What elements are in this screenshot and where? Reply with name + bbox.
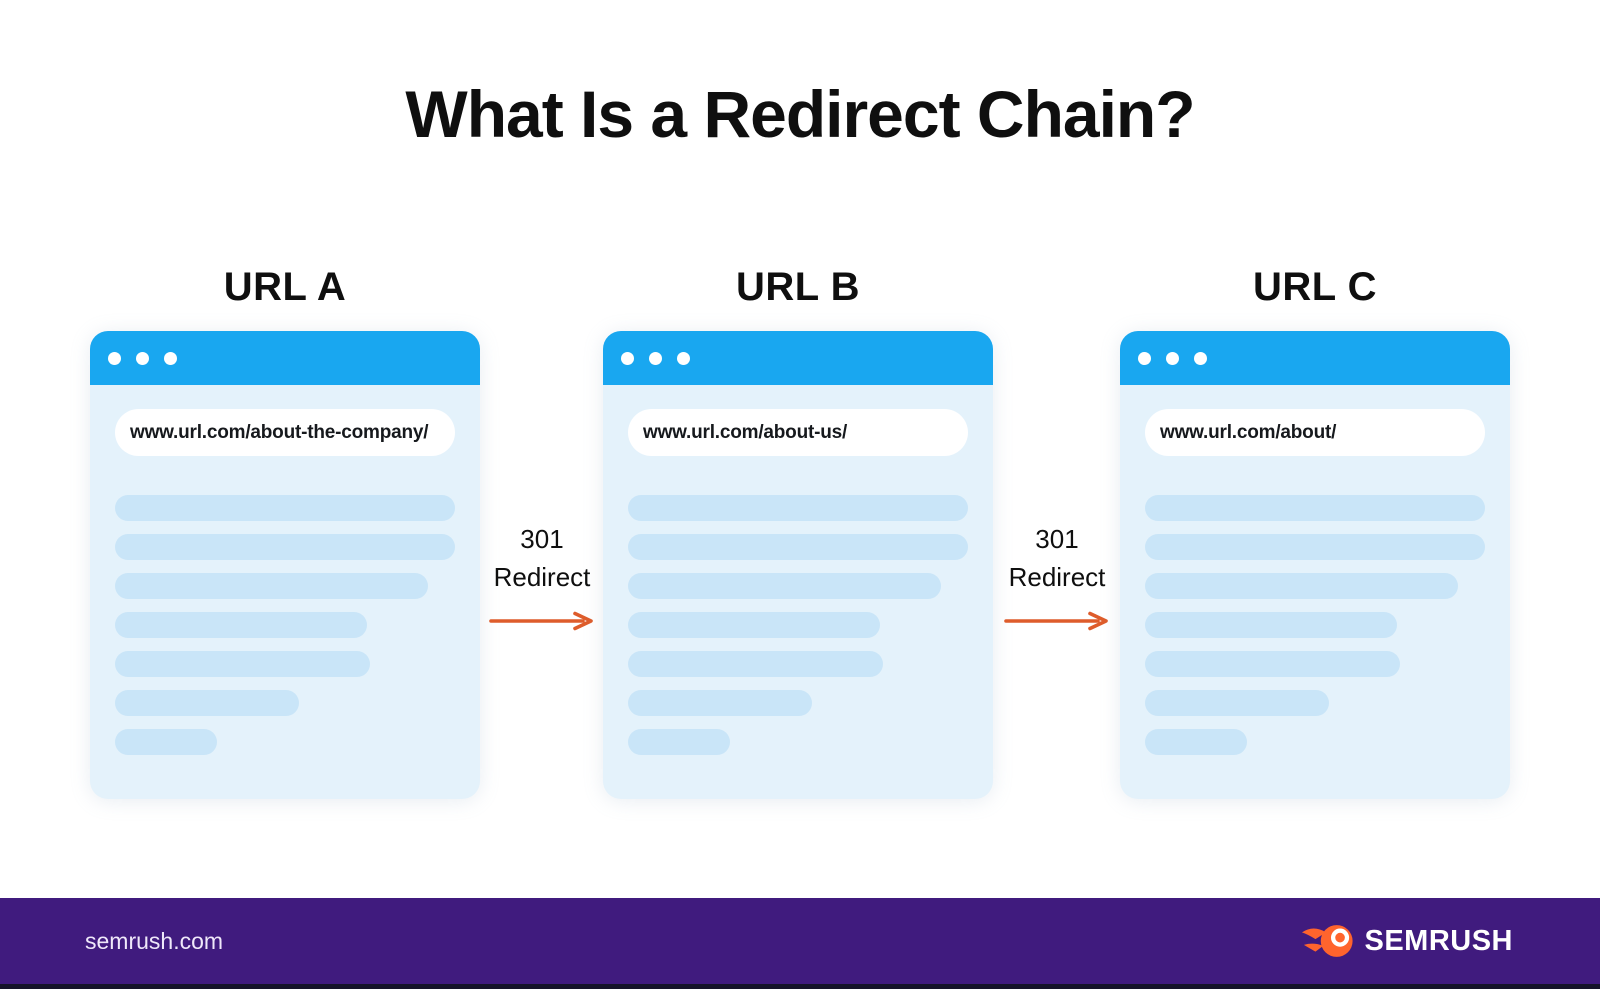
skeleton-text-line [628, 690, 812, 716]
skeleton-content [115, 495, 455, 755]
url-text: www.url.com/about/ [1160, 421, 1337, 443]
window-dot [108, 351, 121, 365]
skeleton-text-line [1145, 495, 1485, 521]
browser-titlebar [90, 331, 480, 385]
skeleton-text-line [628, 729, 730, 755]
url-a-heading: URL A [223, 265, 347, 309]
skeleton-content [628, 495, 968, 755]
window-dot [1166, 351, 1179, 365]
skeleton-text-line [628, 534, 968, 560]
browser-window-c: www.url.com/about/ [1120, 331, 1510, 799]
window-dot [1194, 351, 1207, 365]
skeleton-text-line [115, 729, 217, 755]
semrush-wordmark: SEMRUSH [1364, 924, 1513, 957]
status-code: 301 [520, 524, 564, 554]
browser-window-b: www.url.com/about-us/ [603, 331, 993, 799]
semrush-logo: SEMRUSH [1301, 923, 1513, 959]
footer-site-url: semrush.com [85, 927, 224, 954]
status-code: 301 [1035, 524, 1079, 554]
url-c-heading: URL C [1253, 265, 1377, 309]
skeleton-text-line [1145, 729, 1247, 755]
address-bar: www.url.com/about-the-company/ [115, 409, 455, 456]
skeleton-content [1145, 495, 1485, 755]
skeleton-text-line [115, 495, 455, 521]
skeleton-text-line [1145, 651, 1400, 677]
skeleton-text-line [115, 651, 370, 677]
browser-titlebar [1120, 331, 1510, 385]
skeleton-text-line [1145, 612, 1397, 638]
skeleton-text-line [115, 690, 299, 716]
skeleton-text-line [628, 651, 883, 677]
url-b-column: URL B www.url.com/about-us/ [603, 263, 993, 799]
url-c-column: URL C www.url.com/about/ [1120, 263, 1510, 799]
skeleton-text-line [1145, 534, 1485, 560]
skeleton-text-line [1145, 690, 1329, 716]
window-dot [136, 351, 149, 365]
redirect-connector-2: 301 Redirect [997, 520, 1117, 637]
skeleton-text-line [1145, 573, 1458, 599]
window-dot [649, 351, 662, 365]
browser-titlebar [603, 331, 993, 385]
address-bar: www.url.com/about/ [1145, 409, 1485, 456]
window-dot [164, 351, 177, 365]
browser-body: www.url.com/about-us/ [603, 385, 993, 755]
skeleton-text-line [628, 573, 941, 599]
skeleton-text-line [115, 612, 367, 638]
url-a-column: URL A www.url.com/about-the-company/ [90, 263, 480, 799]
footer-bar: semrush.com SEMRUSH [0, 898, 1600, 984]
window-dot [621, 351, 634, 365]
right-arrow-icon [1004, 611, 1108, 631]
url-text: www.url.com/about-us/ [643, 421, 848, 443]
page-title: What Is a Redirect Chain? [405, 77, 1195, 151]
window-dot [1138, 351, 1151, 365]
skeleton-text-line [628, 495, 968, 521]
skeleton-text-line [115, 573, 428, 599]
address-bar: www.url.com/about-us/ [628, 409, 968, 456]
bottom-edge-strip [0, 984, 1600, 989]
skeleton-text-line [115, 534, 455, 560]
semrush-flame-icon [1302, 925, 1354, 957]
browser-body: www.url.com/about/ [1120, 385, 1510, 755]
url-b-heading: URL B [736, 265, 860, 309]
browser-window-a: www.url.com/about-the-company/ [90, 331, 480, 799]
browser-body: www.url.com/about-the-company/ [90, 385, 480, 755]
url-text: www.url.com/about-the-company/ [130, 421, 429, 443]
redirect-label: Redirect [1008, 562, 1106, 592]
skeleton-text-line [628, 612, 880, 638]
right-arrow-icon [489, 611, 593, 631]
redirect-label: Redirect [493, 562, 591, 592]
window-dot [677, 351, 690, 365]
redirect-connector-1: 301 Redirect [482, 520, 602, 637]
